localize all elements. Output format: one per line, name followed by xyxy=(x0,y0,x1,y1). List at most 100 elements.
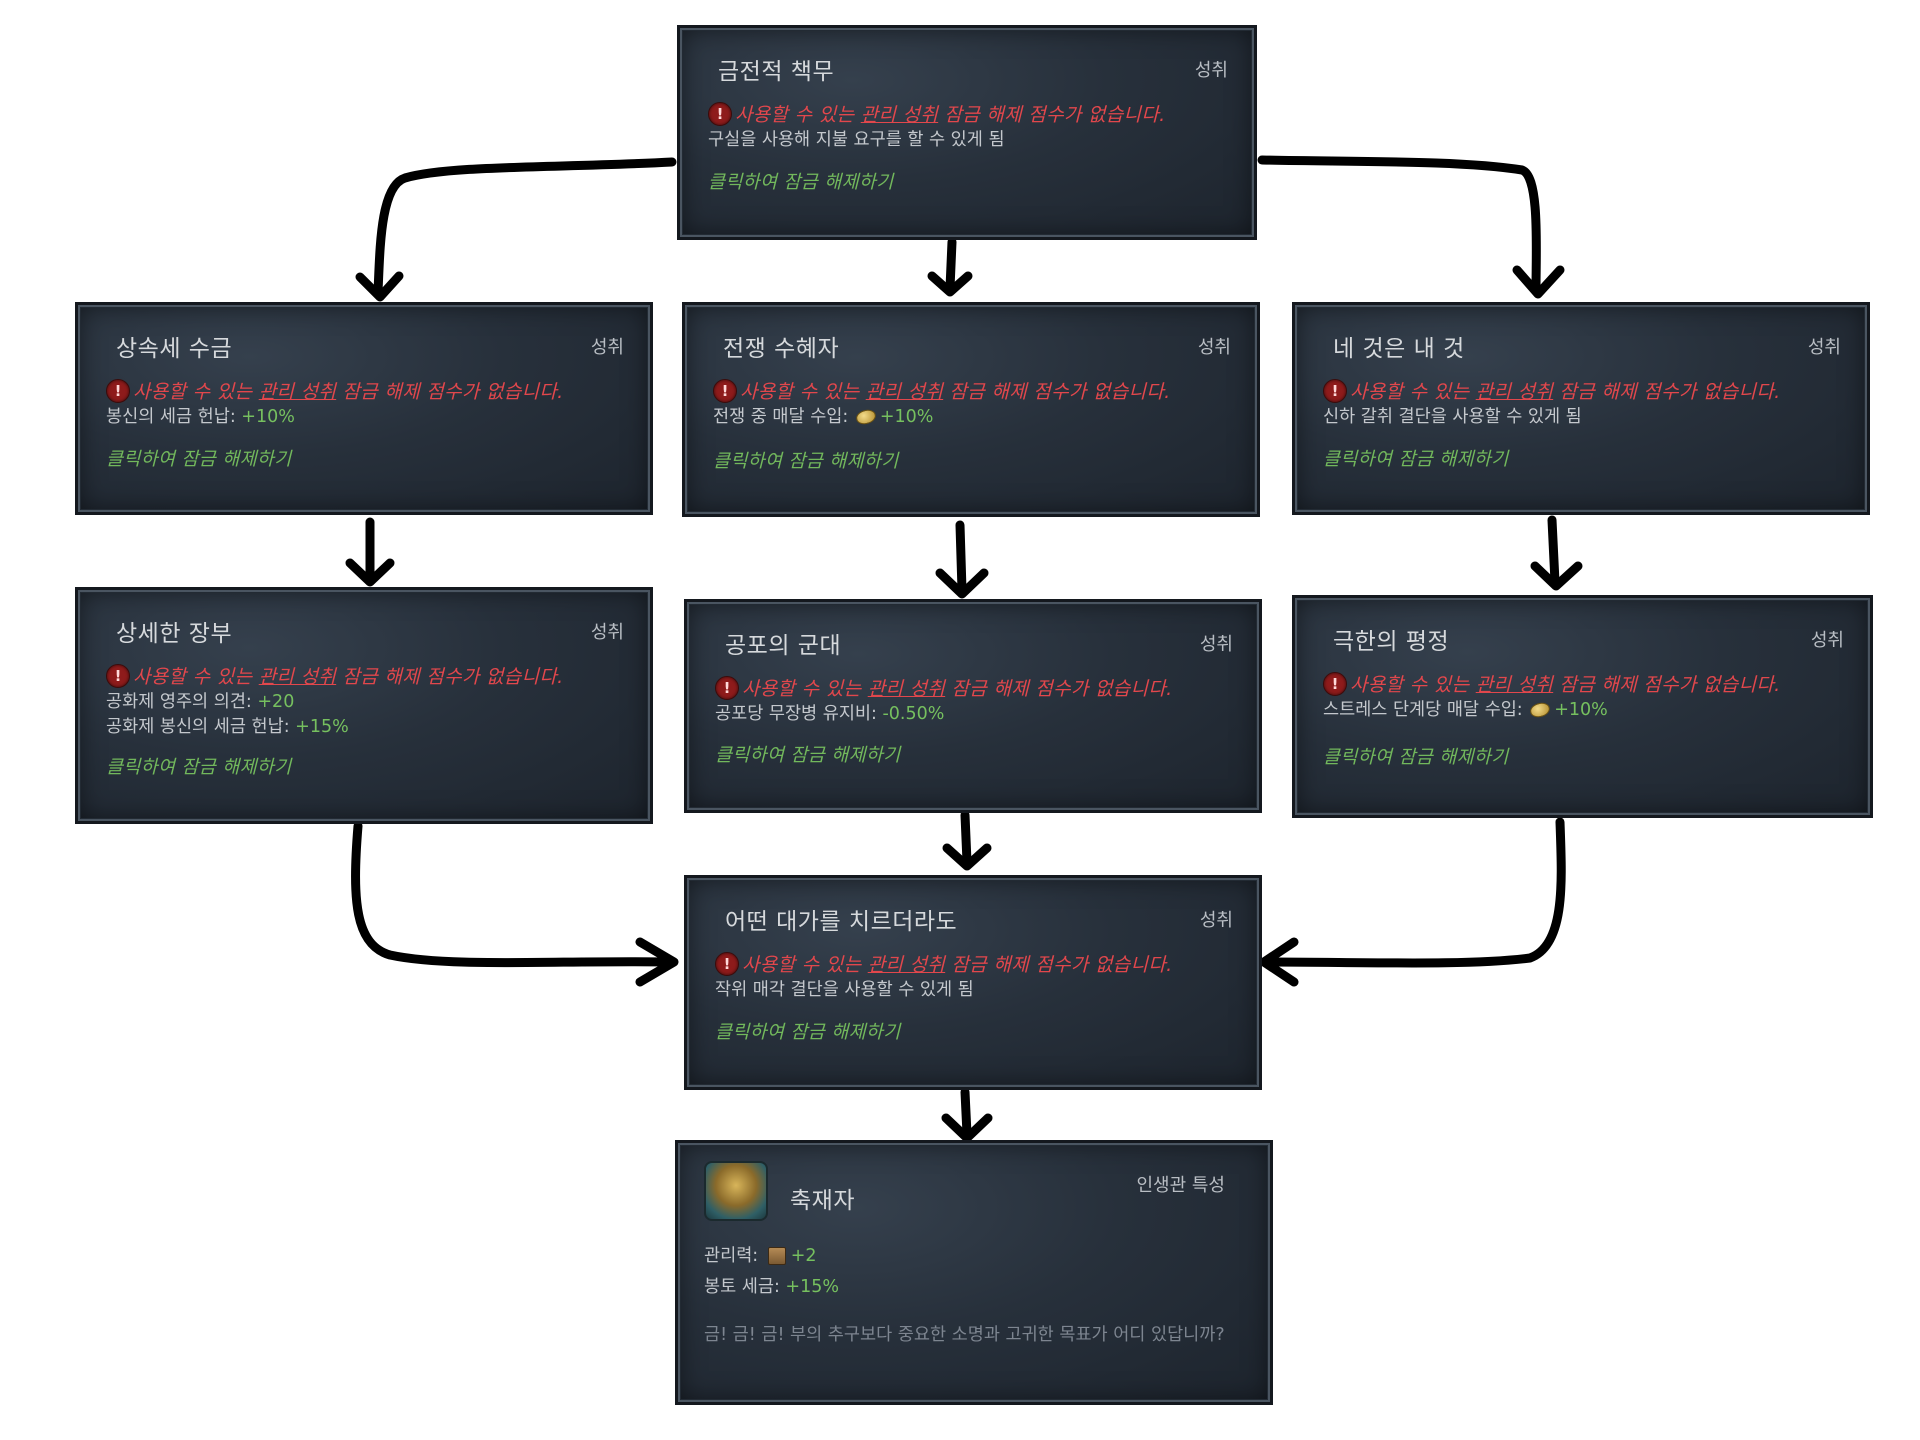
trait-card[interactable]: 축재자 인생관 특성 관리력: +2 봉토 세금: +15% 금! 금! 금! … xyxy=(675,1140,1273,1405)
hoarder-treasure-icon xyxy=(704,1161,768,1221)
alert-icon: ! xyxy=(106,663,130,688)
arrow-head-c4-to-c7 xyxy=(1530,561,1583,591)
alert-icon: ! xyxy=(1323,671,1347,696)
gold-coin-icon xyxy=(1528,700,1552,720)
effect-line: 신하 갈취 결단을 사용할 수 있게 됨 xyxy=(1323,407,1582,427)
warning-text: 사용할 수 있는 관리 성취 잠금 해제 점수가 없습니다. xyxy=(133,381,564,403)
warning-row: ! 사용할 수 있는 관리 성취 잠금 해제 점수가 없습니다. xyxy=(106,662,563,689)
gold-coin-icon xyxy=(854,407,878,427)
warning-text: 사용할 수 있는 관리 성취 잠금 해제 점수가 없습니다. xyxy=(1350,674,1781,696)
alert-icon: ! xyxy=(106,378,130,403)
unlock-link[interactable]: 클릭하여 잠금 해제하기 xyxy=(715,1022,901,1043)
arrow-head-c1-to-c2 xyxy=(355,271,404,302)
card-title: 극한의 평정 xyxy=(1333,629,1450,655)
warning-row: ! 사용할 수 있는 관리 성취 잠금 해제 점수가 없습니다. xyxy=(713,377,1170,404)
card-title: 상속세 수금 xyxy=(116,336,233,362)
effect-line: 스트레스 단계당 매달 수입: +10% xyxy=(1323,700,1608,720)
effect-line: 봉토 세금: +15% xyxy=(704,1277,839,1297)
unlock-link[interactable]: 클릭하여 잠금 해제하기 xyxy=(713,451,899,472)
warning-row: ! 사용할 수 있는 관리 성취 잠금 해제 점수가 없습니다. xyxy=(715,674,1172,701)
effects: 전쟁 중 매달 수입: +10% xyxy=(713,405,933,430)
achievement-card-c8[interactable]: 어떤 대가를 치르더라도 성취 ! 사용할 수 있는 관리 성취 잠금 해제 점… xyxy=(684,875,1262,1090)
arrow-head-c5-to-c8 xyxy=(635,937,679,987)
unlock-link[interactable]: 클릭하여 잠금 해제하기 xyxy=(1323,747,1509,768)
arrow-head-c1-to-c4 xyxy=(1512,265,1565,299)
card-tag: 성취 xyxy=(590,337,624,358)
warning-text: 사용할 수 있는 관리 성취 잠금 해제 점수가 없습니다. xyxy=(133,666,564,688)
achievement-card-c5[interactable]: 상세한 장부 성취 ! 사용할 수 있는 관리 성취 잠금 해제 점수가 없습니… xyxy=(75,587,653,824)
arrow-c5-to-c8 xyxy=(351,821,675,968)
arrow-c8-to-trait xyxy=(960,1087,972,1139)
effects: 봉신의 세금 헌납: +10% xyxy=(106,405,295,430)
arrow-head-c6-to-c8 xyxy=(942,843,992,871)
card-title: 어떤 대가를 치르더라도 xyxy=(725,909,958,935)
card-title: 금전적 책무 xyxy=(718,59,835,85)
card-title: 상세한 장부 xyxy=(116,621,233,647)
arrow-c1-to-c4 xyxy=(1257,155,1541,295)
arrow-head-c8-to-trait xyxy=(941,1113,993,1143)
card-title: 네 것은 내 것 xyxy=(1333,336,1465,362)
alert-icon: ! xyxy=(708,101,732,126)
card-tag: 성취 xyxy=(1807,337,1841,358)
warning-text: 사용할 수 있는 관리 성취 잠금 해제 점수가 없습니다. xyxy=(742,954,1173,976)
warning-row: ! 사용할 수 있는 관리 성취 잠금 해제 점수가 없습니다. xyxy=(106,377,563,404)
alert-icon: ! xyxy=(715,675,739,700)
arrow-head-c7-to-c8 xyxy=(1259,937,1299,987)
warning-row: ! 사용할 수 있는 관리 성취 잠금 해제 점수가 없습니다. xyxy=(1323,377,1780,404)
arrow-c7-to-c8 xyxy=(1261,817,1566,968)
warning-text: 사용할 수 있는 관리 성취 잠금 해제 점수가 없습니다. xyxy=(742,678,1173,700)
card-tag: 성취 xyxy=(1199,634,1233,655)
achievement-card-c1[interactable]: 금전적 책무 성취 ! 사용할 수 있는 관리 성취 잠금 해제 점수가 없습니… xyxy=(677,25,1257,240)
warning-text: 사용할 수 있는 관리 성취 잠금 해제 점수가 없습니다. xyxy=(1350,381,1781,403)
unlock-link[interactable]: 클릭하여 잠금 해제하기 xyxy=(106,757,292,778)
warning-text: 사용할 수 있는 관리 성취 잠금 해제 점수가 없습니다. xyxy=(740,381,1171,403)
trait-quote: 금! 금! 금! 부의 추구보다 중요한 소명과 고귀한 목표가 어디 있답니까… xyxy=(704,1325,1225,1345)
arrow-c6-to-c8 xyxy=(960,810,972,867)
trait-tag: 인생관 특성 xyxy=(1136,1175,1225,1196)
warning-row: ! 사용할 수 있는 관리 성취 잠금 해제 점수가 없습니다. xyxy=(715,950,1172,977)
achievement-card-c7[interactable]: 극한의 평정 성취 ! 사용할 수 있는 관리 성취 잠금 해제 점수가 없습니… xyxy=(1292,595,1873,818)
trait-title: 축재자 xyxy=(790,1188,855,1214)
alert-icon: ! xyxy=(713,378,737,403)
arrow-c1-to-c3 xyxy=(945,237,957,293)
arrow-c1-to-c2 xyxy=(373,157,677,297)
effects: 공화제 영주의 의견: +20 공화제 봉신의 세금 헌납: +15% xyxy=(106,690,349,740)
unlock-link[interactable]: 클릭하여 잠금 해제하기 xyxy=(715,745,901,766)
card-tag: 성취 xyxy=(1194,60,1228,81)
effect-line: 전쟁 중 매달 수입: +10% xyxy=(713,407,934,427)
achievement-card-c2[interactable]: 상속세 수금 성취 ! 사용할 수 있는 관리 성취 잠금 해제 점수가 없습니… xyxy=(75,302,653,515)
trait-effects: 관리력: +2 봉토 세금: +15% xyxy=(704,1241,839,1303)
effect-line: 공화제 영주의 의견: +20 xyxy=(106,692,295,712)
warning-row: ! 사용할 수 있는 관리 성취 잠금 해제 점수가 없습니다. xyxy=(1323,670,1780,697)
effect-line: 구실을 사용해 지불 요구를 할 수 있게 됨 xyxy=(708,130,1005,150)
unlock-link[interactable]: 클릭하여 잠금 해제하기 xyxy=(708,172,894,193)
alert-icon: ! xyxy=(1323,378,1347,403)
effect-line: 공포당 무장병 유지비: -0.50% xyxy=(715,704,945,724)
card-tag: 성취 xyxy=(1197,337,1231,358)
effect-line: 봉신의 세금 헌납: +10% xyxy=(106,407,295,427)
card-tag: 성취 xyxy=(1199,910,1233,931)
effect-line: 관리력: +2 xyxy=(704,1246,817,1266)
alert-icon: ! xyxy=(715,951,739,976)
card-title: 전쟁 수혜자 xyxy=(723,336,840,362)
effects: 공포당 무장병 유지비: -0.50% xyxy=(715,702,944,727)
card-tag: 성취 xyxy=(590,622,624,643)
arrow-head-c1-to-c3 xyxy=(927,271,973,297)
card-title: 공포의 군대 xyxy=(725,633,842,659)
effects: 스트레스 단계당 매달 수입: +10% xyxy=(1323,698,1608,723)
unlock-link[interactable]: 클릭하여 잠금 해제하기 xyxy=(106,449,292,470)
achievement-card-c3[interactable]: 전쟁 수혜자 성취 ! 사용할 수 있는 관리 성취 잠금 해제 점수가 없습니… xyxy=(682,302,1260,517)
unlock-link[interactable]: 클릭하여 잠금 해제하기 xyxy=(1323,449,1509,470)
arrow-head-c3-to-c6 xyxy=(935,568,989,599)
effects: 신하 갈취 결단을 사용할 수 있게 됨 xyxy=(1323,405,1582,430)
achievement-card-c4[interactable]: 네 것은 내 것 성취 ! 사용할 수 있는 관리 성취 잠금 해제 점수가 없… xyxy=(1292,302,1870,515)
warning-row: ! 사용할 수 있는 관리 성취 잠금 해제 점수가 없습니다. xyxy=(708,100,1165,127)
achievement-card-c6[interactable]: 공포의 군대 성취 ! 사용할 수 있는 관리 성취 잠금 해제 점수가 없습니… xyxy=(684,599,1262,813)
effect-line: 공화제 봉신의 세금 헌납: +15% xyxy=(106,717,349,737)
arrow-head-c2-to-c5 xyxy=(345,558,395,587)
effects: 구실을 사용해 지불 요구를 할 수 있게 됨 xyxy=(708,128,1005,153)
arrow-c3-to-c6 xyxy=(955,520,967,595)
arrow-c4-to-c7 xyxy=(1547,515,1560,587)
stewardship-icon xyxy=(767,1247,786,1265)
